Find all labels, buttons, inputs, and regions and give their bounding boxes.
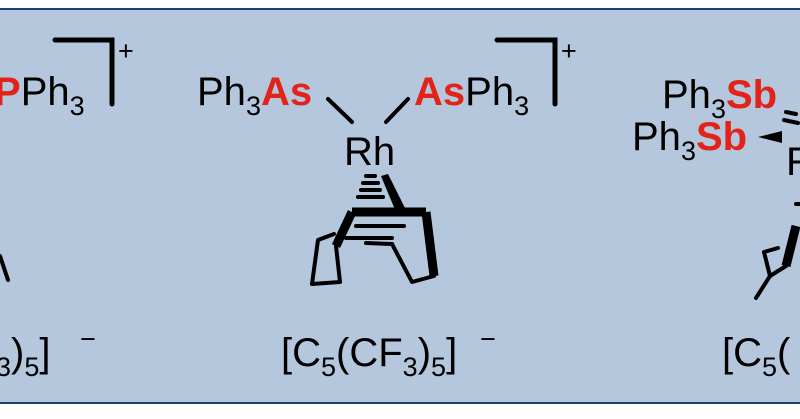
center-metal: Rh xyxy=(344,130,395,174)
right-anion-partial: ( xyxy=(777,331,791,375)
center-right-ligand-ph: Ph xyxy=(465,70,514,114)
right-ligand-1-ph: Ph xyxy=(662,73,711,117)
right-hashed-bond xyxy=(782,110,800,125)
right-wedge-bond xyxy=(758,131,782,143)
right-ligand-1-sub: 3 xyxy=(711,94,726,124)
center-anion-open: [C xyxy=(281,331,321,375)
center-cod-ring xyxy=(310,207,439,286)
left-anion-bracket: ] xyxy=(39,331,50,375)
right-ring-fragment xyxy=(754,202,800,300)
left-anion-paren: ) xyxy=(11,331,24,375)
right-ligand-1: Ph3Sb xyxy=(662,73,777,124)
right-complex: Ph3Sb Ph3Sb R [C5( xyxy=(632,73,800,382)
center-anion-sub3: 5 xyxy=(431,352,446,382)
center-anion-sub2: 3 xyxy=(403,352,418,382)
right-ligand-2-element: Sb xyxy=(696,115,747,159)
center-cation-charge: + xyxy=(561,36,577,66)
left-complex: PPh3 + 3)5] − xyxy=(0,36,134,382)
center-complex: Ph3As AsPh3 + Rh xyxy=(197,36,577,382)
left-anion-label: 3)5] xyxy=(0,331,51,382)
left-anion-sub1: 3 xyxy=(0,352,11,382)
left-ring-fragment xyxy=(0,254,10,282)
right-metal: R xyxy=(786,140,800,184)
center-bond-as-rh-left xyxy=(326,97,354,124)
center-right-ligand: AsPh3 xyxy=(414,70,529,121)
right-anion-open: [C xyxy=(722,331,762,375)
center-cation-bracket xyxy=(494,37,558,107)
center-wedge-bond xyxy=(381,174,406,212)
left-cation-bracket xyxy=(52,37,115,107)
center-left-ligand-sub: 3 xyxy=(246,91,261,121)
center-anion-label: [C5(CF3)5] xyxy=(281,331,457,382)
right-ligand-2-ph: Ph xyxy=(632,115,681,159)
center-right-ligand-sub: 3 xyxy=(514,91,529,121)
right-ligand-2: Ph3Sb xyxy=(632,115,747,166)
left-anion-sub2: 5 xyxy=(24,352,39,382)
center-bond-as-rh-right xyxy=(384,97,410,124)
center-anion-close: ) xyxy=(418,331,431,375)
left-ligand-label: PPh3 xyxy=(0,70,85,121)
right-anion-label: [C5( xyxy=(722,331,791,382)
right-anion-sub1: 5 xyxy=(762,352,777,382)
center-anion-sub1: 5 xyxy=(321,352,336,382)
center-anion-bracket: ] xyxy=(446,331,457,375)
center-left-ligand: Ph3As xyxy=(197,70,312,121)
center-left-ligand-element: As xyxy=(261,70,312,114)
center-anion-charge: − xyxy=(480,324,496,354)
left-ligand-sub: 3 xyxy=(70,91,85,121)
left-ligand-ph: Ph xyxy=(21,70,70,114)
right-ligand-1-element: Sb xyxy=(726,73,777,117)
center-hashed-bond xyxy=(356,174,385,199)
center-anion-mid: (CF xyxy=(336,331,403,375)
left-ligand-element: P xyxy=(0,70,21,114)
center-right-ligand-element: As xyxy=(414,70,465,114)
left-anion-charge: − xyxy=(80,324,96,354)
center-left-ligand-ph: Ph xyxy=(197,70,246,114)
left-cation-charge: + xyxy=(118,36,134,66)
right-ligand-2-sub: 3 xyxy=(681,136,696,166)
